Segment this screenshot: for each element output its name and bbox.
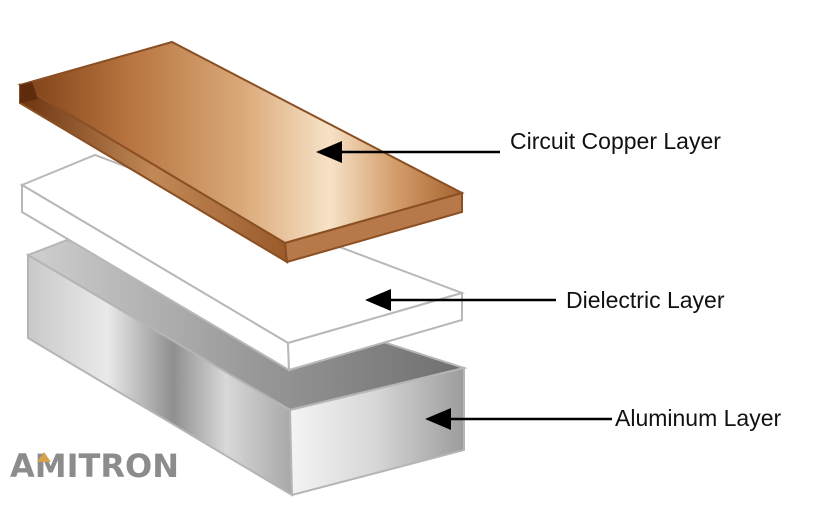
logo-triangle-accent-icon: [37, 452, 51, 462]
logo-text: AMITRON: [10, 447, 179, 485]
copper-layer-label: Circuit Copper Layer: [510, 128, 721, 154]
amitron-logo: AMITRON: [10, 446, 179, 486]
dielectric-layer-label: Dielectric Layer: [566, 287, 725, 313]
dielectric-arrow: [365, 289, 556, 311]
dielectric-layer: [19, 153, 466, 372]
copper-arrow: [316, 141, 500, 163]
aluminum-layer-label: Aluminum Layer: [615, 405, 782, 431]
aluminum-arrow: [425, 408, 612, 430]
copper-layer: [17, 40, 465, 264]
